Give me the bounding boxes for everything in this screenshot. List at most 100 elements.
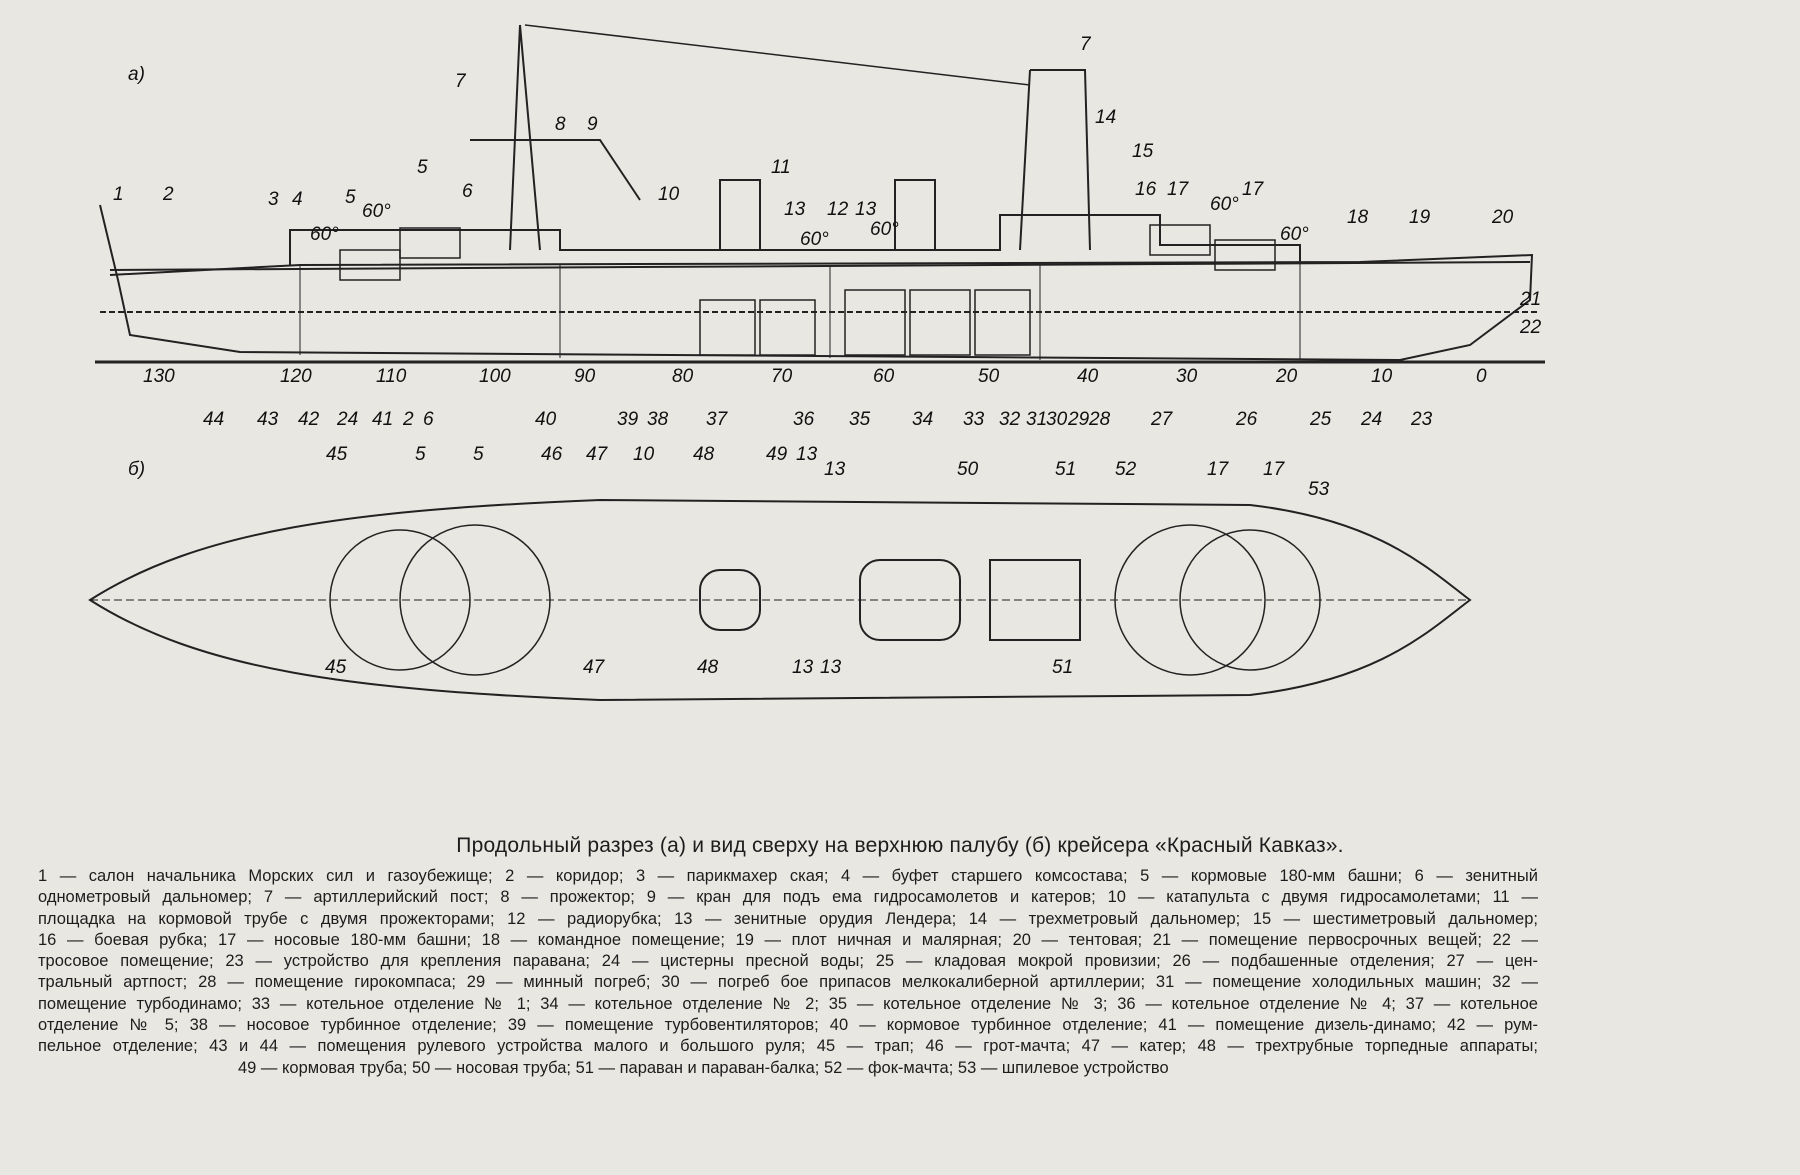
frame-number: 100 [479,366,511,387]
side-callout: 21 [1519,289,1541,310]
antenna-wire [524,24,1031,86]
top-callout: 50 [957,459,979,480]
side-callout: 8 [555,114,566,135]
aft-funnel-top [699,569,761,631]
deck-outline [88,498,1472,702]
mainmast [470,24,641,251]
frame-number: 130 [143,366,175,387]
top-callout: 13 [792,657,814,678]
bottom-callout: 38 [647,409,669,430]
frame-number: 0 [1476,366,1487,387]
top-callout: 13 [796,444,818,465]
legend-line: 1 — салон начальника Морских сил и газоу… [38,867,1538,885]
top-callout: 47 [586,444,609,465]
legend-line: однометровый дальномер; 7 — артиллерийск… [38,888,1538,907]
elevation-angle: 60° [1280,224,1309,245]
bottom-callout: 35 [849,409,871,430]
top-callout: 48 [693,444,715,465]
frame-number: 90 [574,366,596,387]
top-callout: 53 [1308,479,1330,500]
top-callout: 48 [697,657,719,678]
bottom-callout: 42 [298,409,320,430]
bulkheads [299,262,1301,360]
top-callout: 17 [1207,459,1230,480]
bottom-callout: 36 [793,409,815,430]
bottom-callout: 24 [1360,409,1382,430]
frame-number: 120 [280,366,312,387]
boiler-rooms [699,289,1031,356]
legend-line: тральный артпост; 28 — помещение гироком… [38,973,1538,992]
bottom-callout: 6 [423,409,434,430]
elevation-angle: 60° [800,229,829,250]
hull-outline [99,204,1534,362]
top-callout: 13 [824,459,846,480]
frame-number: 70 [771,366,793,387]
legend-line: 16 — боевая рубка; 17 — носовые 180-мм б… [38,930,1538,949]
panel-label: б) [128,459,145,480]
top-callout: 47 [583,657,606,678]
fore-funnel-top [859,559,961,641]
side-callout: 17 [1167,179,1190,200]
side-callout: 18 [1347,207,1369,228]
top-callout: 13 [820,657,842,678]
side-callout: 11 [771,157,791,178]
top-callout: 45 [326,444,348,465]
side-callout: 13 [855,199,877,220]
legend-line: 49 — кормовая труба; 50 — носовая труба;… [238,1058,1169,1077]
frame-number: 20 [1275,366,1298,387]
side-callout: 2 [162,184,174,205]
top-callout: 10 [633,444,655,465]
top-callout: 45 [325,657,347,678]
top-deck-view [88,498,1472,702]
top-callout: 46 [541,444,563,465]
elevation-angle: 60° [310,224,339,245]
bottom-callout: 24 [336,409,358,430]
top-callout: 51 [1052,657,1073,678]
bottom-callout: 25 [1309,409,1332,430]
bottom-callout: 43 [257,409,279,430]
side-callout: 14 [1095,107,1116,128]
superstructure [289,214,1301,265]
figure-legend: 1 — салон начальника Морских сил и газоу… [38,866,1538,1079]
side-callout: 12 [827,199,849,220]
bottom-callout: 34 [912,409,933,430]
top-callout: 51 [1055,459,1076,480]
legend-line: тросовое помещение; 23 — устройство для … [38,952,1538,971]
top-callout: 52 [1115,459,1137,480]
elevation-angle: 60° [362,201,391,222]
top-callout: 5 [473,444,484,465]
side-callout: 1 [113,184,124,205]
side-callout: 16 [1135,179,1157,200]
side-callout: 17 [1242,179,1265,200]
bottom-callout: 33 [963,409,985,430]
bottom-callout: 28 [1088,409,1111,430]
bottom-callout: 39 [617,409,639,430]
top-callout: 49 [766,444,788,465]
side-callout: 15 [1132,141,1154,162]
bottom-callout: 31 [1026,409,1047,430]
side-callout: 20 [1491,207,1514,228]
side-callout: 13 [784,199,806,220]
legend-line: пельное отделение; 43 и 44 — помещения р… [38,1037,1538,1056]
bottom-callout: 29 [1067,409,1090,430]
bridge-top [989,559,1081,641]
aft-funnel [719,179,761,251]
frame-number: 10 [1371,366,1393,387]
foremast [1019,69,1091,251]
figure-caption-title: Продольный разрез (а) и вид сверху на ве… [456,834,1344,857]
frame-number: 80 [672,366,694,387]
bottom-callout: 30 [1046,409,1068,430]
side-callout: 7 [1080,34,1092,55]
side-callout: 22 [1519,317,1542,338]
panel-label: а) [128,64,145,85]
elevation-angle: 60° [1210,194,1239,215]
elevation-angle: 60° [870,219,899,240]
top-callout: 17 [1263,459,1286,480]
frame-number: 40 [1077,366,1099,387]
turret-arcs [329,524,1321,676]
legend-line: площадка на кормовой трубе с двумя проже… [38,909,1538,928]
side-callout: 6 [462,181,473,202]
bottom-callout: 41 [372,409,393,430]
legend-line: помещение турбодинамо; 33 — котельное от… [38,994,1538,1013]
